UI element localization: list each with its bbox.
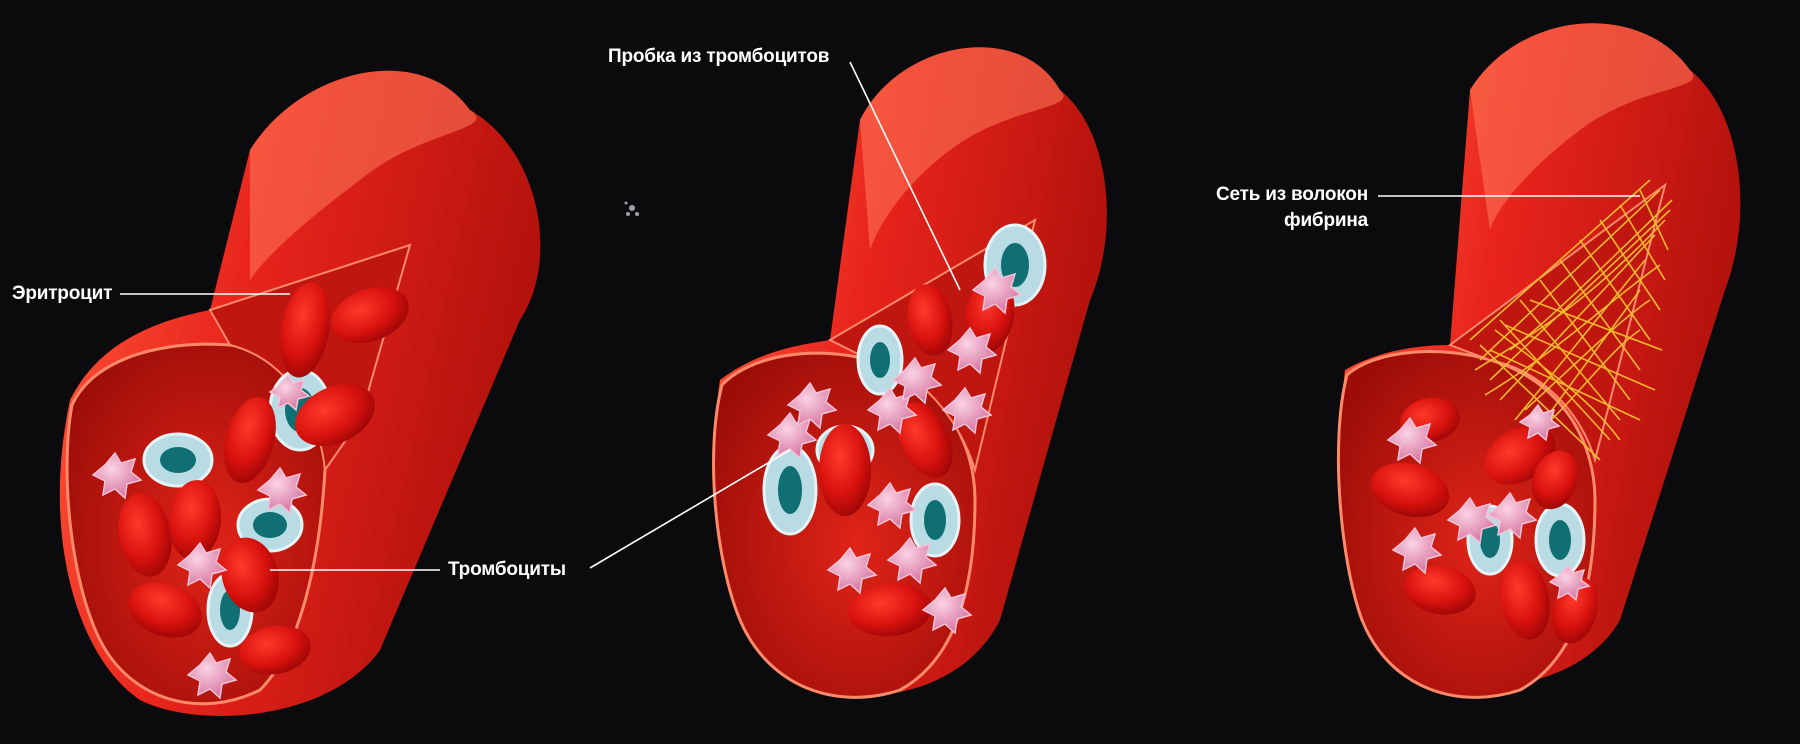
label-fibrin-line1: Сеть из волокон [1200,182,1368,208]
vessel-2 [714,47,1107,697]
vessel-3 [1338,23,1740,697]
label-erythrocyte: Эритроцит [12,281,112,307]
background-speck [625,202,640,217]
label-fibrin-line2: фибрина [1200,208,1368,234]
label-platelets: Тромбоциты [448,557,566,583]
label-platelet-plug: Пробка из тромбоцитов [608,44,829,70]
label-fibrin-network: Сеть из волокон фибрина [1200,182,1368,233]
vessel-1 [60,71,541,716]
